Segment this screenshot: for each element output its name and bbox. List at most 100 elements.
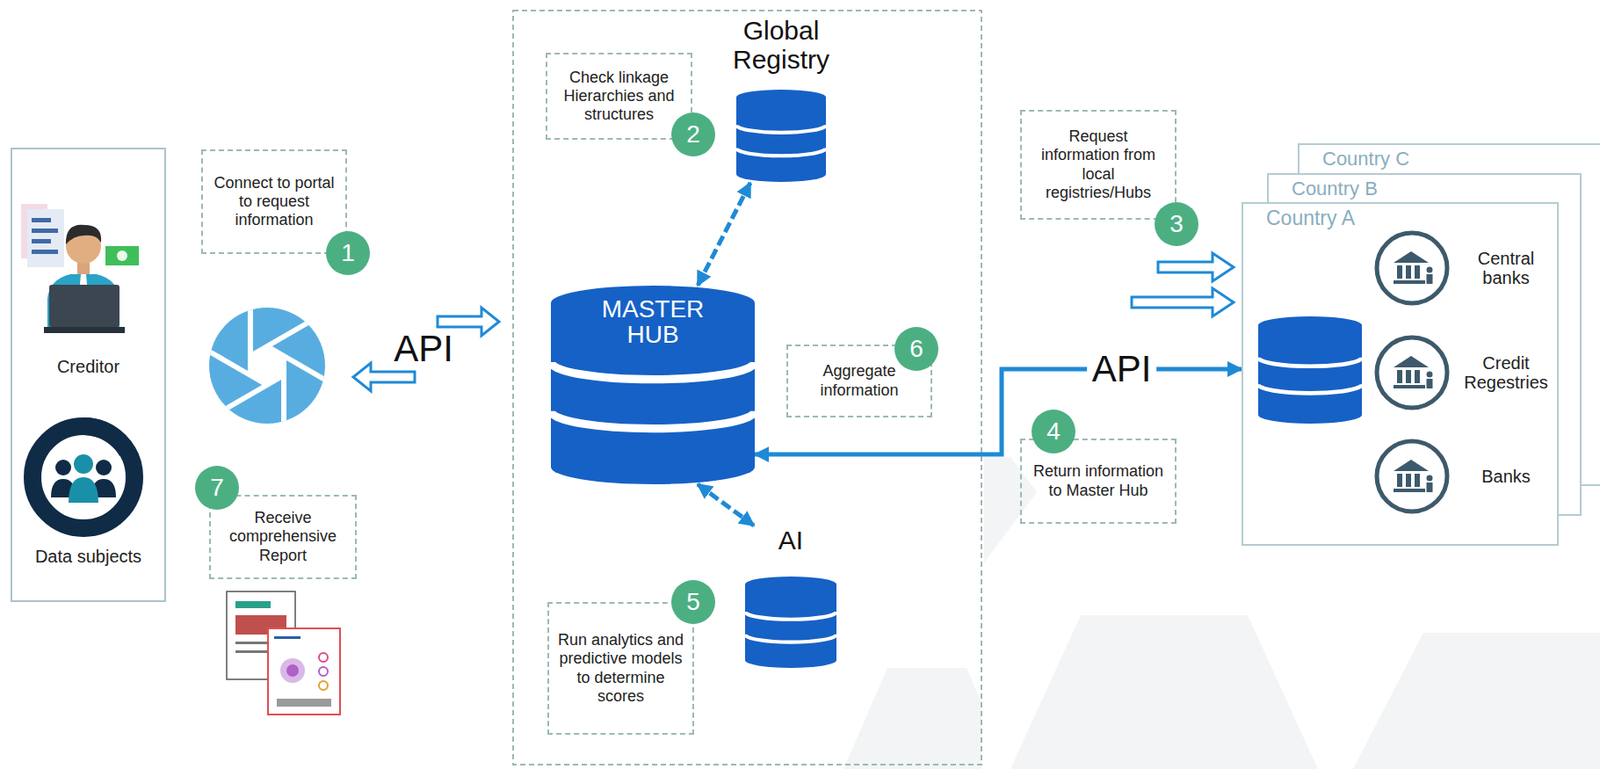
bank-column	[1397, 369, 1403, 384]
figure-head	[1426, 475, 1434, 482]
master-hub: MASTER HUB	[550, 285, 755, 485]
background-hexagon	[1353, 632, 1600, 769]
cylinder-band	[745, 634, 837, 643]
country-database	[1258, 316, 1362, 424]
node-text: Aggregate information	[795, 361, 924, 399]
node-text: Country A	[1266, 206, 1355, 231]
background-hexagon	[1010, 615, 1318, 769]
aperture-disc	[209, 307, 326, 424]
api-label: API	[1086, 347, 1158, 391]
portal-icon	[195, 291, 341, 440]
cylinder-body	[736, 89, 826, 182]
arrow-to-country-c	[1158, 253, 1234, 282]
node-text: Receive comprehensive Report	[217, 508, 348, 565]
bank-column	[1405, 369, 1412, 384]
bank-base	[1393, 384, 1426, 389]
data-subjects-icon	[32, 426, 135, 529]
figure-head	[1426, 267, 1434, 274]
chart-dot	[318, 666, 328, 676]
figure-head	[1426, 371, 1434, 378]
cylinder-body	[550, 285, 755, 485]
node-text: Run analytics and predictive models to d…	[556, 630, 686, 705]
country-arrows	[1131, 253, 1234, 317]
callout-number: 3	[1154, 202, 1199, 247]
cylinder-band	[736, 124, 826, 133]
api-connector	[697, 484, 754, 526]
icon-ring	[1376, 441, 1448, 512]
creditor-icon	[21, 203, 139, 334]
api-arrows	[353, 307, 500, 391]
step-callout: Check linkage Hierarchies and structures	[545, 52, 693, 140]
database: Global Registry	[719, 15, 843, 183]
bank-column	[1397, 265, 1403, 279]
bank-column	[1405, 265, 1412, 279]
node-text: AI	[745, 525, 837, 555]
cylinder-band	[736, 148, 826, 157]
icon-ring	[1376, 232, 1448, 304]
node-text: Return information to Master Hub	[1028, 462, 1168, 500]
node-text: Request information from local registrie…	[1028, 127, 1168, 202]
hub-region	[513, 10, 982, 765]
background-hexagon	[843, 667, 982, 769]
node-text: Credit Regestries	[1457, 353, 1555, 392]
aperture-blades	[195, 291, 341, 440]
report-bar	[235, 600, 271, 609]
step-callout: Request information from local registrie…	[1020, 109, 1177, 220]
neck	[77, 261, 90, 275]
hair	[65, 224, 102, 245]
chart-circle	[286, 664, 299, 677]
cylinder-body	[745, 576, 837, 668]
report-icon	[226, 591, 341, 715]
node-text: Creditor	[12, 356, 165, 377]
chart-dot	[318, 680, 328, 690]
person-head	[73, 454, 94, 474]
person-body	[47, 274, 120, 327]
bank-column	[1397, 473, 1403, 487]
cylinder-band	[1258, 383, 1362, 393]
ring	[32, 426, 135, 529]
node-text: Data subjects	[12, 546, 165, 567]
report-line	[235, 650, 271, 653]
step-callout: Connect to portal to request information	[201, 149, 348, 254]
arrow-to-country-b	[1131, 288, 1234, 317]
laptop-screen	[49, 284, 120, 327]
institution-node: Central banks	[1373, 229, 1554, 307]
aperture-center	[250, 346, 284, 385]
bank-roof	[1393, 355, 1429, 368]
callout-number: 1	[325, 231, 370, 276]
background-hexagon	[984, 456, 1037, 563]
bank-column	[1414, 369, 1420, 384]
node-text: MASTER HUB	[586, 296, 719, 348]
doc-bar	[31, 249, 58, 254]
doc-bar	[31, 238, 51, 244]
node-text: Banks	[1457, 466, 1555, 486]
bank-roof	[1393, 459, 1429, 471]
person-head	[95, 459, 112, 476]
institution-node: Credit Regestries	[1373, 333, 1554, 412]
figure-body	[1426, 378, 1434, 389]
actor-panel: CreditorData subjects	[10, 147, 167, 602]
step-callout: Run analytics and predictive models to d…	[547, 601, 695, 735]
doc-bar	[31, 217, 51, 223]
node-text: Country C	[1322, 147, 1410, 171]
figure-body	[1426, 482, 1434, 493]
api-connector	[697, 182, 751, 286]
money-dot	[116, 250, 128, 261]
bank-icon	[1376, 441, 1448, 512]
database-cylinder	[745, 576, 837, 668]
cylinder-band	[550, 411, 755, 429]
report-line	[274, 636, 301, 639]
country-panel: Country A Central banksCredit RegestriesB…	[1241, 202, 1559, 546]
callout-number: 2	[671, 112, 716, 157]
person-head	[55, 459, 72, 476]
callout-number: 7	[195, 465, 239, 510]
laptop-base	[43, 326, 125, 334]
report-page	[267, 628, 341, 715]
bank-base	[1393, 488, 1426, 493]
node-text: Connect to portal to request information	[209, 173, 339, 230]
document	[27, 209, 65, 268]
cylinder-body	[1258, 316, 1362, 424]
bank-column	[1414, 473, 1420, 487]
node-text: Global Registry	[719, 15, 843, 74]
